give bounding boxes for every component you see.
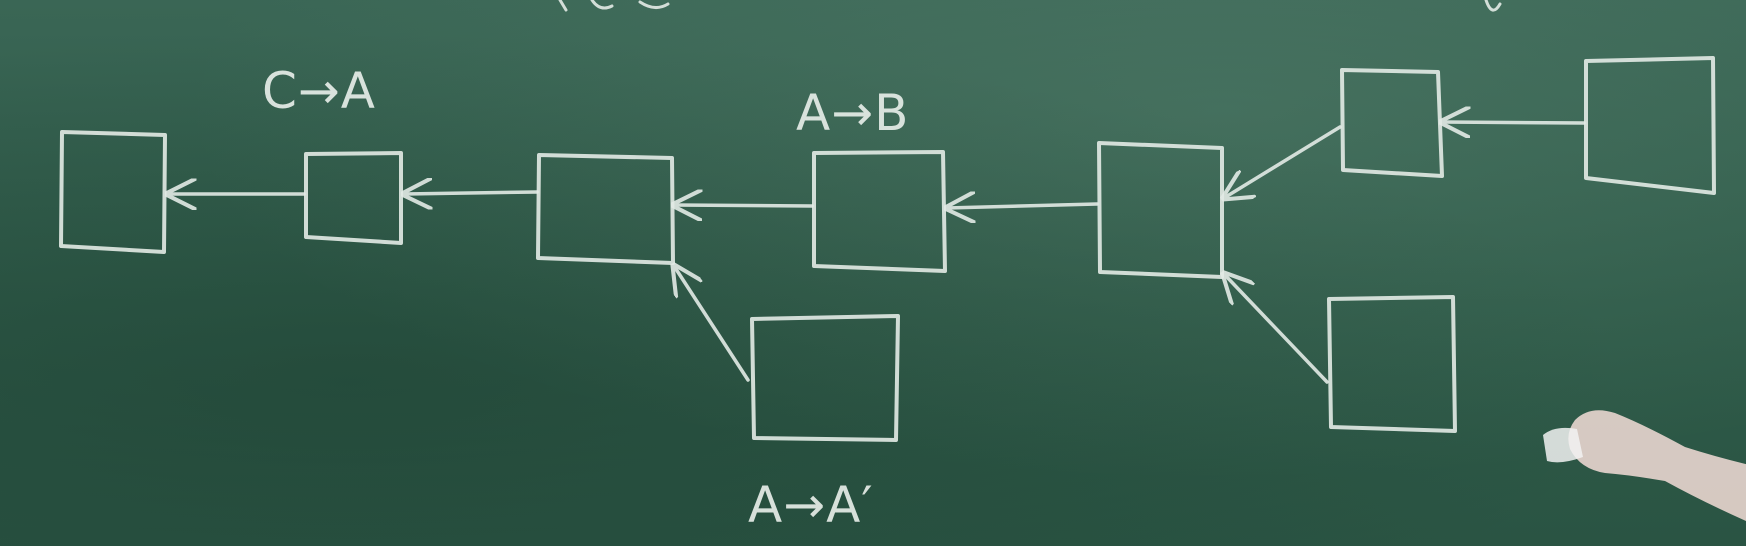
hand-image — [1543, 410, 1746, 522]
node-box-7 — [1340, 68, 1444, 178]
node-box-2 — [304, 151, 403, 245]
partial-writing-top-right — [1484, 0, 1502, 12]
edge-4-to-3 — [674, 205, 814, 206]
edge-3-to-2 — [404, 192, 539, 194]
node-box-5 — [750, 314, 900, 442]
edge-5-to-3 — [674, 266, 750, 382]
edge-8-to-7 — [1442, 122, 1586, 123]
label-a-to-a-prime: A→A′ — [748, 476, 874, 534]
edge-7-to-6 — [1224, 125, 1342, 198]
edge-6-to-4 — [947, 204, 1099, 208]
node-box-6 — [1097, 141, 1224, 279]
node-box-8 — [1584, 56, 1716, 195]
label-c-to-a: C→A — [262, 62, 377, 120]
partial-writing-top — [558, 0, 670, 12]
node-box-3 — [536, 153, 675, 265]
node-box-9 — [1327, 295, 1457, 433]
node-box-1 — [59, 130, 167, 254]
edge-9-to-6 — [1224, 274, 1329, 384]
label-a-to-b: A→B — [796, 84, 910, 142]
node-box-4 — [812, 150, 947, 273]
